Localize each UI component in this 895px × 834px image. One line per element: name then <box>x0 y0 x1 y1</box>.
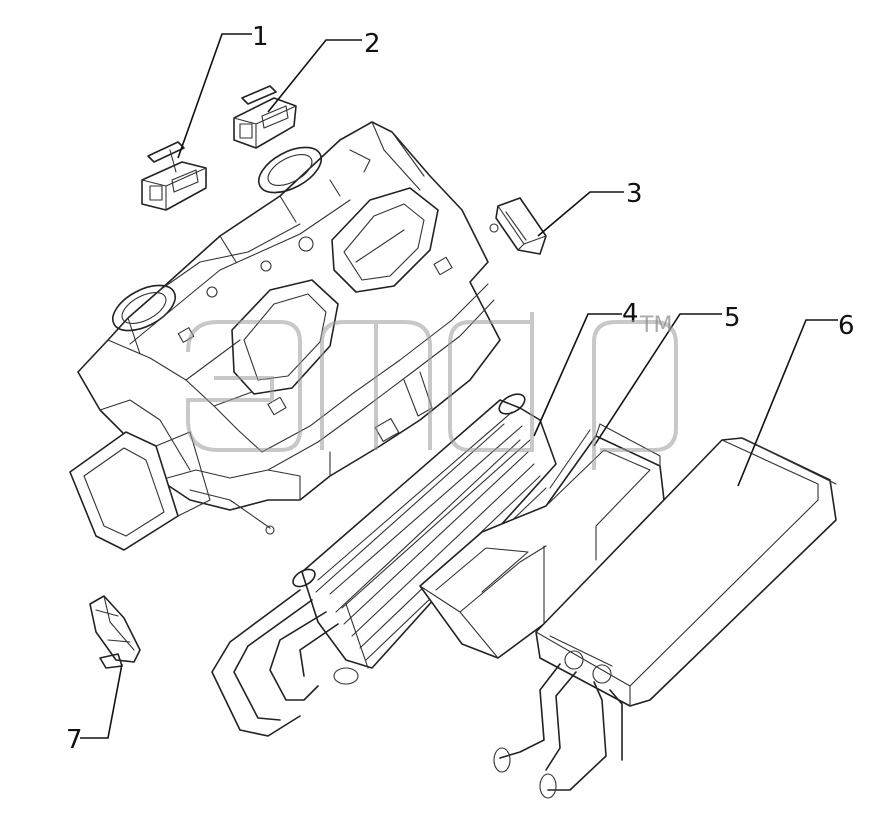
callout-4: 4 <box>533 299 639 437</box>
callout-number-2: 2 <box>364 29 381 59</box>
callout-number-3: 3 <box>626 179 643 209</box>
watermark-trademark: TM <box>639 313 672 338</box>
watermark-logo: TM <box>186 312 678 470</box>
callout-7: 7 <box>66 663 123 755</box>
callout-6: 6 <box>737 311 855 487</box>
callout-number-7: 7 <box>66 725 83 755</box>
callout-1: 1 <box>177 22 269 159</box>
hvac-housing-main <box>77 121 501 511</box>
callout-3: 3 <box>537 179 643 237</box>
side-duct-frame <box>69 431 275 551</box>
part-1-actuator <box>141 141 207 211</box>
part-6-heater-core <box>493 437 837 799</box>
part-7-bracket <box>89 595 141 669</box>
part-2-actuator <box>233 85 297 149</box>
callout-2: 2 <box>267 29 381 113</box>
part-3-actuator <box>489 197 547 255</box>
callout-number-6: 6 <box>838 311 855 341</box>
callout-number-5: 5 <box>724 303 741 333</box>
callout-5: 5 <box>593 303 741 447</box>
callout-number-1: 1 <box>252 22 269 52</box>
callout-number-4: 4 <box>622 299 639 329</box>
